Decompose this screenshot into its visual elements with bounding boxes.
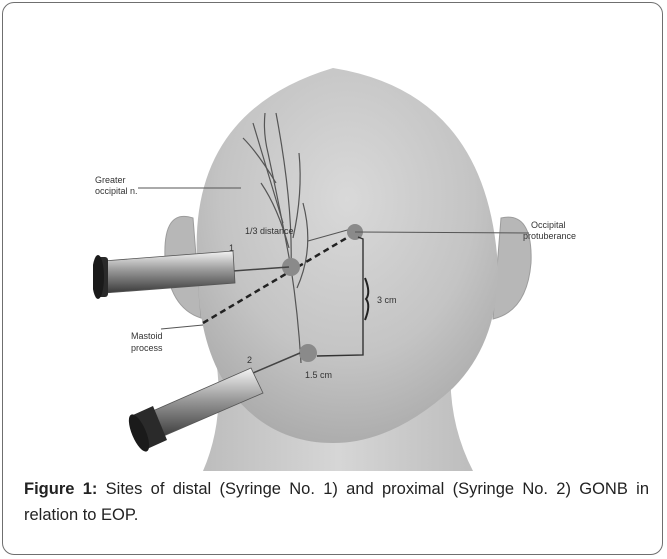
label-mastoid-1: Mastoid [131,331,163,341]
label-greater-occipital-1: Greater [95,175,126,185]
label-three-cm: 3 cm [377,295,397,305]
head-illustration: Greater occipital n. 1/3 distance Occipi… [93,43,577,471]
figure-image: Greater occipital n. 1/3 distance Occipi… [93,43,577,471]
label-syringe-2: 2 [247,355,252,365]
label-occipital-2: protuberance [523,231,576,241]
label-greater-occipital-2: occipital n. [95,186,138,196]
caption-label: Figure 1: [24,480,97,498]
label-occipital-1: Occipital [531,220,566,230]
label-mastoid-2: process [131,343,163,353]
figure-caption: Figure 1: Sites of distal (Syringe No. 1… [24,476,649,528]
proximal-site [299,344,317,362]
label-one-third-distance: 1/3 distance [245,226,294,236]
caption-text: Sites of distal (Syringe No. 1) and prox… [24,480,649,524]
label-syringe-1: 1 [229,243,234,253]
label-one-five-cm: 1.5 cm [305,370,332,380]
